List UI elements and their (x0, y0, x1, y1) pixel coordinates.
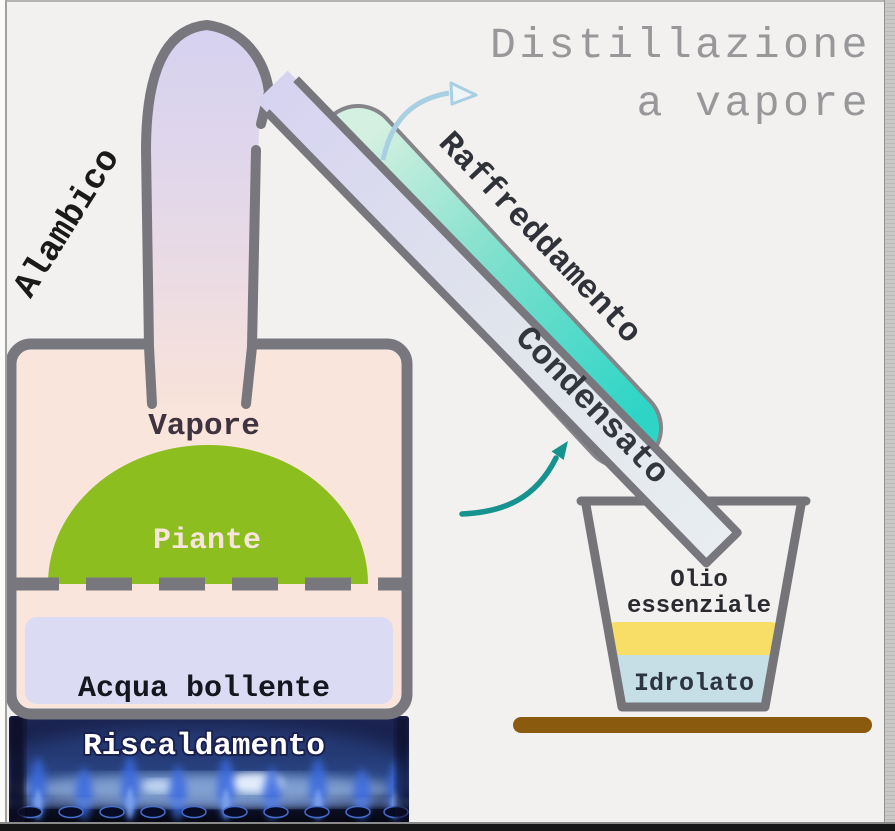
steam-flow-arrow (380, 81, 478, 161)
frame-top-edge (0, 0, 895, 2)
flask-body (146, 25, 269, 404)
essential-oil-label-line2: essenziale (627, 593, 771, 620)
flask-outline-right (241, 145, 261, 409)
flame-edge-shadow (395, 716, 409, 824)
condensate-flow-arrow-head (551, 441, 568, 460)
condensate-flow-arrow (459, 441, 568, 517)
condensate-tube-fill (256, 70, 738, 564)
alembic-label: Alambico (6, 141, 129, 305)
frame-bottom-edge (0, 822, 895, 831)
collection-beaker: Olio essenziale Idrolato (576, 496, 811, 712)
condensate-tube (256, 70, 742, 568)
hydrolate-layer (613, 655, 774, 703)
plants-dome (48, 445, 368, 584)
steam-flow-arrow-shaft (380, 90, 450, 161)
essential-oil-layer (607, 622, 779, 655)
burner-glow (9, 798, 409, 808)
hydrolate-label: Idrolato (634, 669, 754, 698)
flame-glint (142, 779, 178, 793)
right-scrollbar[interactable] (884, 0, 895, 831)
flask-outline-left (141, 20, 274, 409)
alembic-flask (141, 20, 274, 409)
heating-image: Riscaldamento (9, 716, 409, 824)
table-surface (513, 717, 872, 733)
plants-label: Piante (153, 524, 261, 558)
boiling-water-layer (25, 617, 393, 704)
frame-left-edge (0, 0, 7, 831)
steam-label: Vapore (148, 409, 260, 444)
heating-label: Riscaldamento (83, 729, 325, 764)
page-title: Distillazione a vapore (490, 21, 871, 128)
condensate-tube-outline (263, 76, 742, 568)
flame-edge-shadow (9, 716, 25, 824)
boiling-water-label: Acqua bollente (78, 672, 330, 706)
steam-flow-arrow-head (449, 81, 478, 106)
page-title-line1: Distillazione (490, 21, 871, 70)
condensate-flow-arrow-shaft (459, 455, 559, 517)
essential-oil-label-line1: Olio (670, 567, 728, 594)
alembic-vessel: Vapore Piante Acqua bollente (5, 338, 413, 720)
page-title-line2: a vapore (637, 79, 871, 128)
